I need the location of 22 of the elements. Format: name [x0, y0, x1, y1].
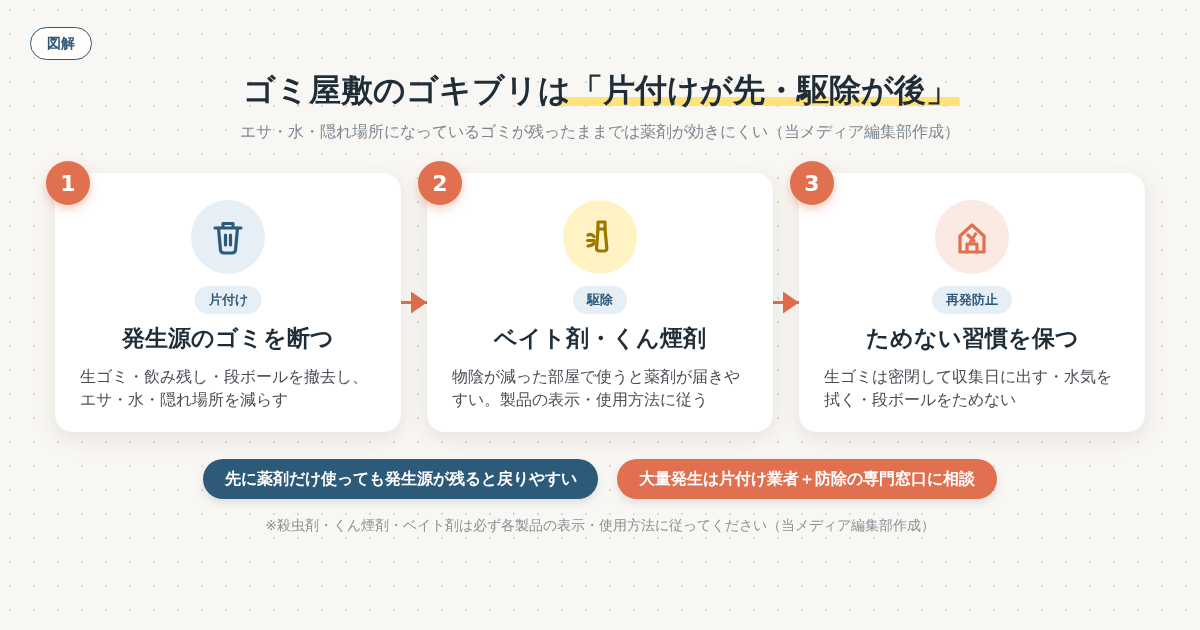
advice-note: 大量発生は片付け業者＋防除の専門窓口に相談 [617, 459, 997, 499]
header-tag: 図解 [30, 27, 92, 60]
card-title: 発生源のゴミを断つ [120, 324, 335, 353]
card-title: ためない習慣を保つ [864, 324, 1080, 353]
card-description: 生ゴミは密閉して収集日に出す・水気を拭く・段ボールをためない [824, 366, 1113, 411]
card-title: ベイト剤・くん煙剤 [492, 324, 707, 353]
subtitle: エサ・水・隠れ場所になっているゴミが残ったままでは薬剤が効きにくい（当メディア編集部作成） [240, 121, 960, 143]
caution-note: 先に薬剤だけ使っても発生源が残ると戻りやすい [203, 459, 598, 499]
arrow [401, 291, 427, 314]
step-card [427, 173, 773, 432]
category-tag: 再発防止 [932, 286, 1012, 314]
step-number: 1 [46, 161, 90, 205]
step-number: 2 [418, 161, 462, 205]
step-number: 3 [790, 161, 834, 205]
card-description: 生ゴミ・飲み残し・段ボールを撤去し、エサ・水・隠れ場所を減らす [80, 366, 369, 411]
step-card [799, 173, 1145, 432]
footnote: ※殺虫剤・くん煙剤・ベイト剤は必ず各製品の表示・使用方法に従ってください（当メディア編集部作成） [265, 516, 935, 535]
step-card [55, 173, 401, 432]
category-tag: 片付け [194, 286, 262, 314]
card-description: 物陰が減った部屋で使うと薬剤が届きやすい。製品の表示・使用方法に従う [452, 366, 741, 411]
arrow [773, 291, 799, 314]
category-tag: 駆除 [573, 286, 627, 314]
